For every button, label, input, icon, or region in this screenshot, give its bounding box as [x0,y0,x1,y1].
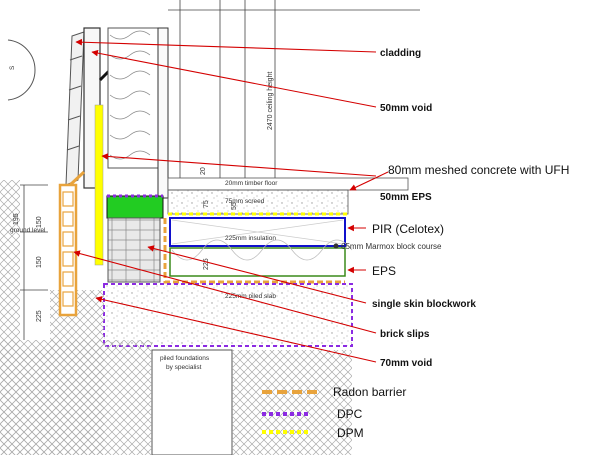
legend-dpc-label: DPC [337,407,363,421]
callout-50mm-eps: 50mm EPS [380,192,432,203]
dim-20: 20 [200,167,207,175]
ground-level-text: ground level [10,227,46,234]
callout-brick-slips: brick slips [380,329,430,340]
dim-75: 75 [203,200,210,208]
piled-foundations-text-1: piled foundations [160,355,210,362]
dim-195: 195 [13,213,20,225]
callout-marmox: 65mm Marmox block course [341,242,442,251]
callout-eps: EPS [372,264,396,278]
callout-70mm-void: 70mm void [380,358,432,369]
callout-concrete-ufh: 80mm meshed concrete with UFH [388,163,569,177]
dim-225-left: 225 [36,310,43,322]
concrete-screed [167,189,349,215]
callout-50mm-void: 50mm void [380,103,432,114]
marmox-block [106,195,164,219]
ceiling-height-text: 2470 ceiling height [267,72,274,130]
timber-floor-text: 20mm timber floor [225,180,278,187]
svg-text:S: S [9,65,16,70]
background-grid [168,0,420,180]
single-skin-blockwork [107,217,161,283]
pile [151,349,233,456]
callout-arrows [73,38,389,363]
callout-cladding: cladding [380,48,421,59]
dim-225-right: 225 [203,258,210,270]
dim-150b: 150 [36,256,43,268]
internal-lining [157,27,169,199]
piled-slab-text: 225mm piled slab [225,293,276,300]
callout-pir-celotex: PIR (Celotex) [372,222,444,236]
dim-55: 55 [231,202,238,210]
eps-layer [169,247,346,277]
cladding-boards [65,31,85,186]
window-arc [7,39,36,101]
legend-dpm-label: DPM [337,426,364,440]
callout-blockwork: single skin blockwork [372,299,476,310]
marmox-dot [333,243,339,249]
dim-150a: 150 [36,216,43,228]
screed-text: 75mm screed [225,198,265,205]
legend: Radon barrier DPC DPM [262,385,406,440]
insulation-text: 225mm insulation [225,235,276,242]
piled-foundations-text-2: by specialist [166,364,202,371]
legend-radon-label: Radon barrier [333,385,406,399]
cladding-yellow-board [94,104,104,266]
